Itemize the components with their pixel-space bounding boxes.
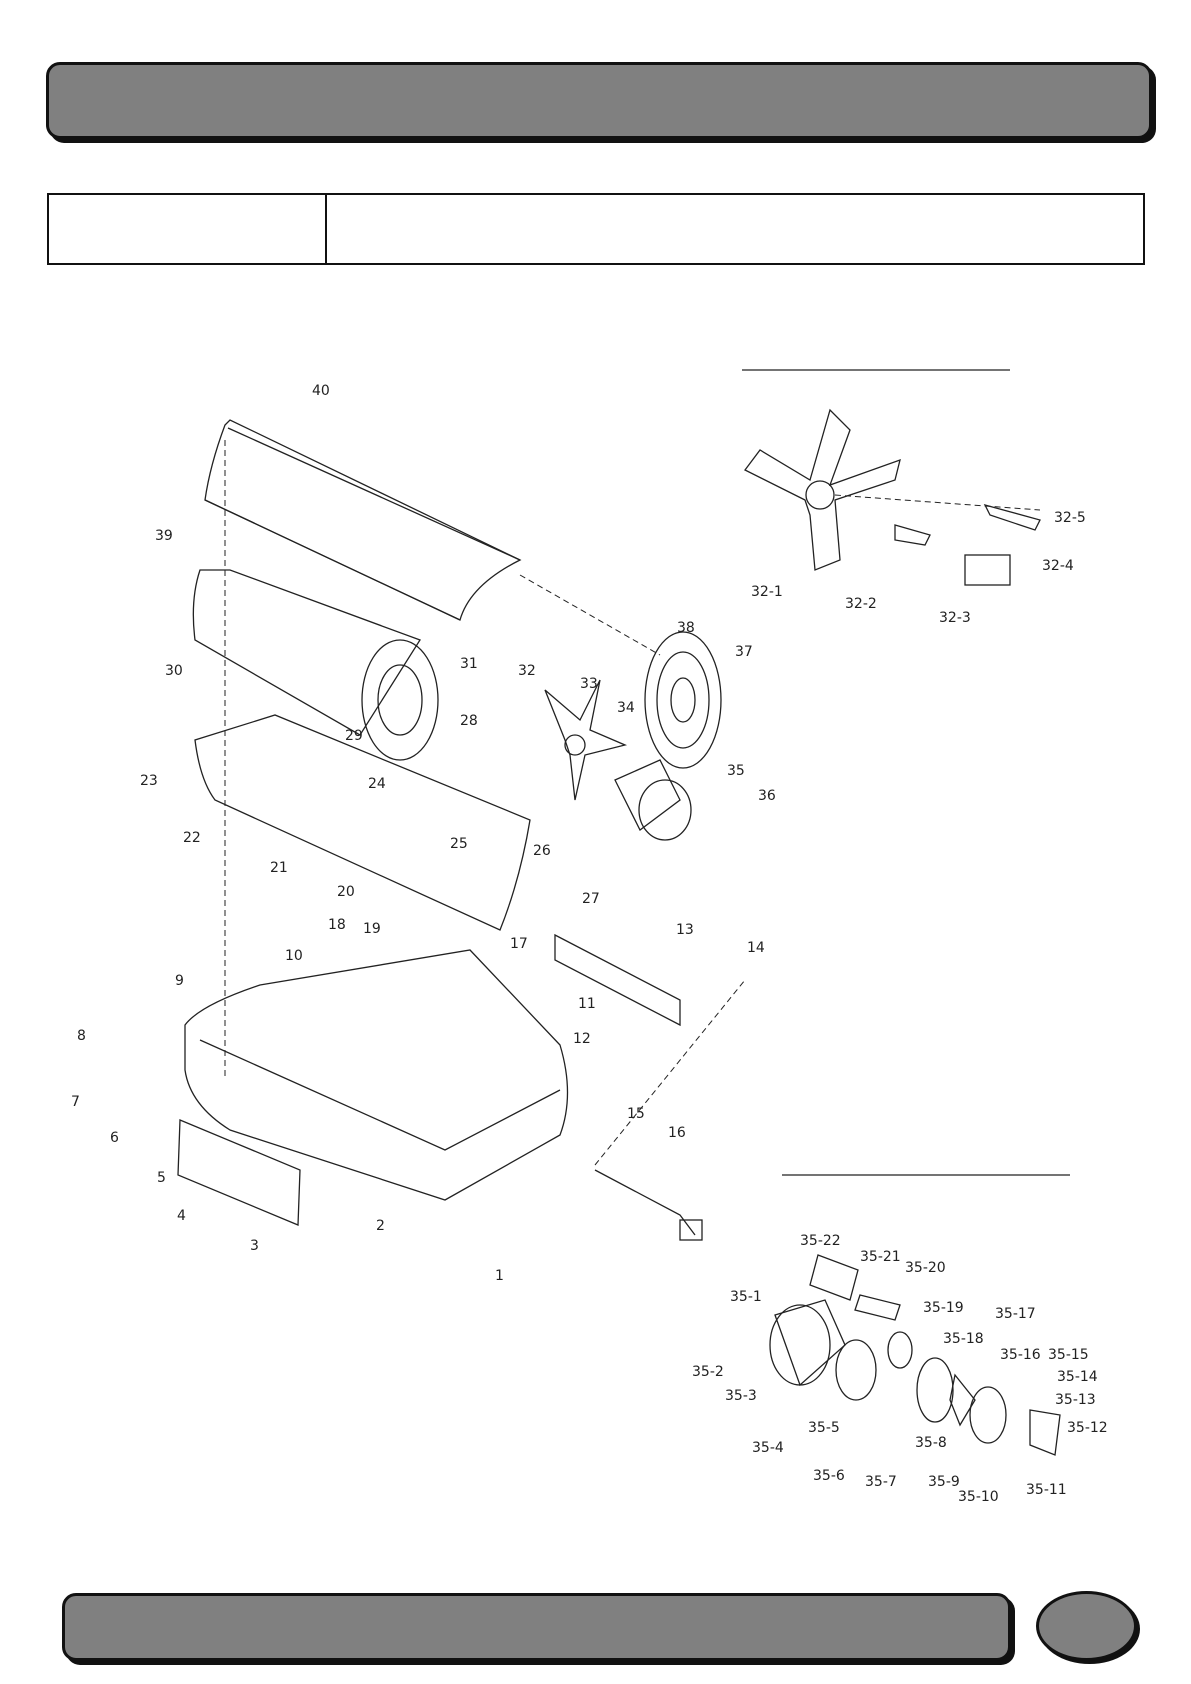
lower-shell xyxy=(194,714,531,931)
part-label-17: 17 xyxy=(510,936,528,952)
fan-part-label-32-2: 32-2 xyxy=(845,596,877,612)
footer-banner xyxy=(62,1593,1011,1661)
control-panel xyxy=(177,1119,301,1226)
motor-part-label-35-1: 35-1 xyxy=(730,1289,762,1305)
fan-guard xyxy=(644,631,722,769)
fan-part-label-32-1: 32-1 xyxy=(751,584,783,600)
motor-part-label-35-13: 35-13 xyxy=(1055,1392,1096,1408)
part-label-20: 20 xyxy=(337,884,355,900)
part-label-25: 25 xyxy=(450,836,468,852)
part-label-19: 19 xyxy=(363,921,381,937)
dashed-guides xyxy=(224,440,746,1166)
part-label-34: 34 xyxy=(617,700,635,716)
part-label-1: 1 xyxy=(495,1268,504,1284)
motor-part-label-35-9: 35-9 xyxy=(928,1474,960,1490)
part-label-14: 14 xyxy=(747,940,765,956)
part-label-39: 39 xyxy=(155,528,173,544)
part-label-33: 33 xyxy=(580,676,598,692)
part-label-26: 26 xyxy=(533,843,551,859)
motor-part-label-35-8: 35-8 xyxy=(915,1435,947,1451)
outer-shell xyxy=(204,419,522,621)
part-label-12: 12 xyxy=(573,1031,591,1047)
motor-part-label-35-17: 35-17 xyxy=(995,1306,1036,1322)
part-label-6: 6 xyxy=(110,1130,119,1146)
part-label-13: 13 xyxy=(676,922,694,938)
part-label-38: 38 xyxy=(677,620,695,636)
rear-bracket xyxy=(554,933,681,1027)
part-label-2: 2 xyxy=(376,1218,385,1234)
fuel-tank xyxy=(184,949,569,1201)
part-label-32: 32 xyxy=(518,663,536,679)
motor-part-label-35-15: 35-15 xyxy=(1048,1347,1089,1363)
header-table-divider xyxy=(325,195,327,263)
part-label-3: 3 xyxy=(250,1238,259,1254)
part-label-30: 30 xyxy=(165,663,183,679)
motor-inset xyxy=(769,1254,1061,1456)
motor-part-label-35-16: 35-16 xyxy=(1000,1347,1041,1363)
motor-part-label-35-12: 35-12 xyxy=(1067,1420,1108,1436)
part-label-9: 9 xyxy=(175,973,184,989)
part-label-23: 23 xyxy=(140,773,158,789)
motor-part-label-35-2: 35-2 xyxy=(692,1364,724,1380)
part-label-36: 36 xyxy=(758,788,776,804)
motor-part-label-35-5: 35-5 xyxy=(808,1420,840,1436)
part-label-29: 29 xyxy=(345,728,363,744)
fan-part-label-32-5: 32-5 xyxy=(1054,510,1086,526)
motor-part-label-35-19: 35-19 xyxy=(923,1300,964,1316)
part-label-11: 11 xyxy=(578,996,596,1012)
motor-part-label-35-7: 35-7 xyxy=(865,1474,897,1490)
motor-part-label-35-21: 35-21 xyxy=(860,1249,901,1265)
combustion-chamber xyxy=(192,569,439,761)
part-label-28: 28 xyxy=(460,713,478,729)
header-table xyxy=(47,193,1145,265)
part-label-35: 35 xyxy=(727,763,745,779)
fan-part-label-32-3: 32-3 xyxy=(939,610,971,626)
motor-part-label-35-4: 35-4 xyxy=(752,1440,784,1456)
fan-inset-labels: 32-1 32-2 32-3 32-4 32-5 xyxy=(751,510,1086,626)
motor-part-label-35-22: 35-22 xyxy=(800,1233,841,1249)
page-number-badge xyxy=(1036,1591,1137,1661)
fan-inset xyxy=(744,408,1041,586)
title-banner xyxy=(46,62,1152,139)
part-label-10: 10 xyxy=(285,948,303,964)
part-label-37: 37 xyxy=(735,644,753,660)
motor xyxy=(614,759,692,841)
part-label-16: 16 xyxy=(668,1125,686,1141)
part-label-24: 24 xyxy=(368,776,386,792)
motor-part-label-35-3: 35-3 xyxy=(725,1388,757,1404)
part-label-8: 8 xyxy=(77,1028,86,1044)
motor-part-label-35-11: 35-11 xyxy=(1026,1482,1067,1498)
motor-part-label-35-6: 35-6 xyxy=(813,1468,845,1484)
part-label-7: 7 xyxy=(71,1094,80,1110)
part-label-31: 31 xyxy=(460,656,478,672)
part-label-15: 15 xyxy=(627,1106,645,1122)
part-label-18: 18 xyxy=(328,917,346,933)
fan-blade xyxy=(544,679,628,801)
fan-part-label-32-4: 32-4 xyxy=(1042,558,1074,574)
motor-part-label-35-20: 35-20 xyxy=(905,1260,946,1276)
part-label-4: 4 xyxy=(177,1208,186,1224)
motor-part-label-35-10: 35-10 xyxy=(958,1489,999,1505)
part-label-40: 40 xyxy=(312,383,330,399)
part-label-22: 22 xyxy=(183,830,201,846)
motor-part-label-35-14: 35-14 xyxy=(1057,1369,1098,1385)
part-label-5: 5 xyxy=(157,1170,166,1186)
power-cord xyxy=(594,1169,703,1241)
motor-part-label-35-18: 35-18 xyxy=(943,1331,984,1347)
part-label-21: 21 xyxy=(270,860,288,876)
part-label-27: 27 xyxy=(582,891,600,907)
